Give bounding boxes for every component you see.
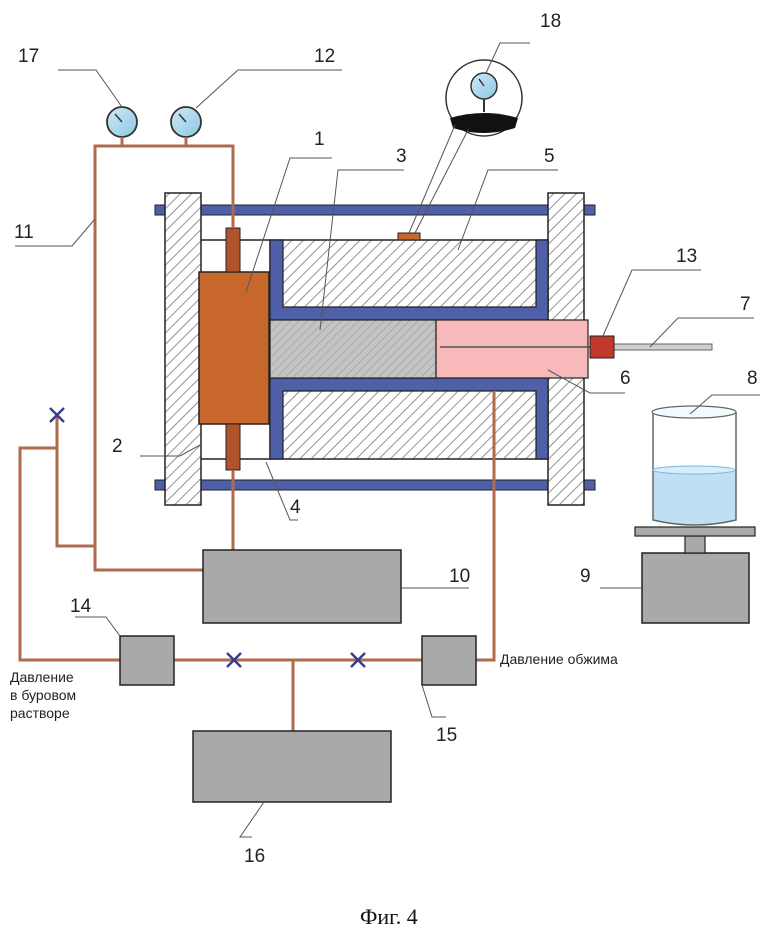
- scale-plate: [635, 527, 755, 536]
- scale-9: [642, 553, 749, 623]
- beaker-liquid: [653, 470, 736, 525]
- label-14: 14: [70, 596, 92, 617]
- label-15: 15: [436, 725, 457, 746]
- mud-pressure-label-line2: в буровом: [10, 687, 76, 703]
- label-4: 4: [290, 497, 301, 518]
- label-2: 2: [112, 436, 123, 457]
- magnifier-base: [450, 113, 518, 133]
- box-16: [193, 731, 391, 802]
- box-10: [203, 550, 401, 623]
- probe-rod: [612, 344, 712, 350]
- box-14: [120, 636, 174, 685]
- top-sensor-pad: [398, 233, 420, 240]
- beaker-rim: [652, 406, 736, 418]
- outer-sleeve-top: [270, 240, 548, 312]
- bottom-tie-rod: [155, 480, 595, 490]
- top-tie-rod: [155, 205, 595, 215]
- label-3: 3: [396, 146, 407, 167]
- label-17: 17: [18, 46, 39, 67]
- label-9: 9: [580, 566, 591, 587]
- scale-stem: [685, 536, 705, 553]
- pink-chamber: [436, 320, 588, 378]
- label-10: 10: [449, 566, 470, 587]
- label-6: 6: [620, 368, 631, 389]
- label-12: 12: [314, 46, 335, 67]
- label-16: 16: [244, 846, 265, 867]
- core-holder-element: [199, 272, 269, 424]
- label-7: 7: [740, 294, 751, 315]
- label-13: 13: [676, 246, 697, 267]
- label-11: 11: [14, 222, 34, 243]
- box-15: [422, 636, 476, 685]
- red-connector: [590, 336, 614, 358]
- outer-sleeve-bottom: [270, 387, 548, 459]
- label-5: 5: [544, 146, 555, 167]
- top-nozzle: [226, 228, 240, 272]
- pipe-left-to-box14: [20, 448, 120, 660]
- label-1: 1: [314, 129, 325, 150]
- mud-pressure-label-line3: растворе: [10, 705, 70, 721]
- mud-pressure-label-line1: Давление: [10, 669, 74, 685]
- liquid-surface: [653, 466, 735, 474]
- core-sample: [270, 320, 436, 378]
- left-flange: [165, 193, 201, 505]
- label-18: 18: [540, 11, 561, 32]
- confining-pressure-label: Давление обжима: [500, 651, 618, 667]
- figure-caption: Фиг. 4: [360, 904, 418, 929]
- label-8: 8: [747, 368, 758, 389]
- bottom-nozzle: [226, 424, 240, 470]
